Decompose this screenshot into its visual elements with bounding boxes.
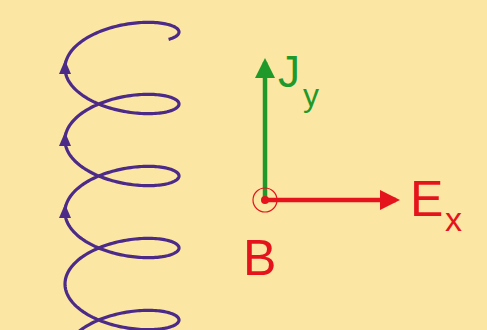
current-arrow xyxy=(263,62,268,200)
helix-path xyxy=(65,22,179,330)
field-out-dot xyxy=(261,196,269,204)
magnetic-field-symbol: B xyxy=(243,233,276,283)
field-arrow xyxy=(265,198,396,203)
field-symbol: E xyxy=(410,174,443,224)
direction-arrowhead xyxy=(59,132,71,146)
helix-trajectory xyxy=(59,22,179,330)
direction-arrowhead xyxy=(59,60,71,74)
current-subscript: y xyxy=(303,79,319,111)
current-symbol: J xyxy=(278,50,300,94)
field-subscript: x xyxy=(445,202,462,236)
field-out-symbol xyxy=(253,188,277,212)
direction-arrowhead xyxy=(59,204,71,218)
